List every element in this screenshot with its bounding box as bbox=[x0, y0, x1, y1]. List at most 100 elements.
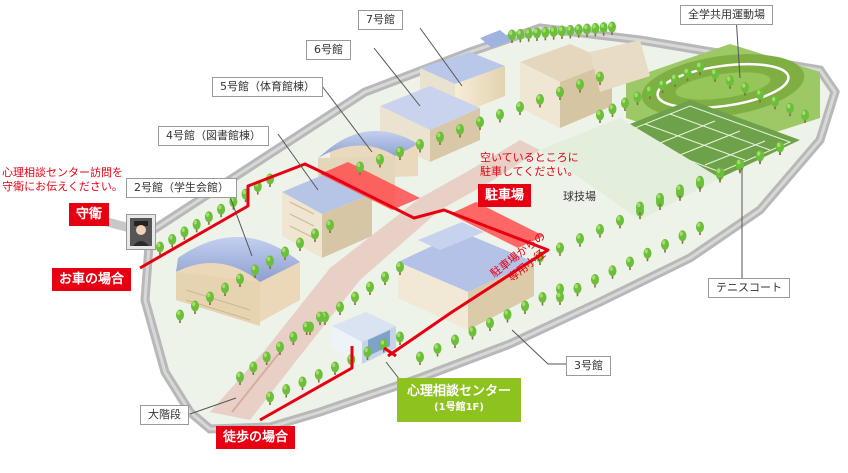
tree-icon bbox=[683, 67, 692, 81]
tree-icon bbox=[156, 241, 164, 255]
parking-note-line2: 駐車してください。 bbox=[480, 165, 579, 178]
counseling-center-name: 心理相談センター bbox=[406, 384, 511, 399]
tree-icon bbox=[282, 384, 291, 398]
guard-person-icon bbox=[126, 214, 156, 250]
parking-note-line1: 空いているところに bbox=[480, 151, 579, 164]
tree-icon bbox=[726, 75, 734, 89]
tree-icon bbox=[736, 158, 744, 173]
car-route bbox=[139, 162, 550, 358]
tree-icon bbox=[396, 261, 404, 275]
tree-icon bbox=[331, 361, 339, 375]
tree-icon bbox=[496, 109, 504, 123]
tree-icon bbox=[217, 203, 226, 218]
bldg4-label: 4号館（図書館棟） bbox=[158, 126, 269, 146]
tree-icon bbox=[696, 221, 704, 235]
tennis-court-label: テニスコート bbox=[708, 278, 790, 298]
parking-area-upper bbox=[320, 162, 420, 210]
tree-icon bbox=[616, 214, 624, 229]
tree-icon bbox=[168, 233, 177, 248]
tree-icon bbox=[206, 291, 214, 305]
guard-tag: 守衛 bbox=[69, 203, 110, 226]
tree-icon bbox=[608, 265, 617, 279]
tree-icon bbox=[326, 219, 334, 233]
tree-icon bbox=[661, 239, 669, 253]
tree-icon bbox=[524, 28, 533, 42]
tree-icon bbox=[633, 91, 642, 105]
tree-icon bbox=[621, 97, 629, 111]
tree-icon bbox=[556, 242, 564, 256]
tree-icon bbox=[262, 351, 271, 365]
tree-icon bbox=[696, 175, 704, 190]
tree-icon bbox=[379, 339, 388, 353]
parking-note: 空いているところに 駐車してください。 bbox=[480, 151, 579, 179]
tree-icon bbox=[433, 343, 442, 357]
tree-icon bbox=[533, 27, 541, 41]
ball-field-label: 球技場 bbox=[563, 190, 596, 203]
tree-icon bbox=[486, 317, 494, 331]
tree-icon bbox=[180, 226, 189, 240]
trees bbox=[156, 21, 809, 405]
tree-icon bbox=[281, 246, 289, 260]
tree-icon bbox=[396, 331, 404, 345]
tree-icon bbox=[451, 334, 459, 348]
guard-note: 心理相談センター訪問を 守衛にお伝えください。 bbox=[2, 166, 123, 194]
bldg2-label: 2号館（学生会館） bbox=[126, 178, 237, 198]
tree-icon bbox=[608, 103, 617, 117]
tree-icon bbox=[591, 22, 600, 37]
tree-icon bbox=[221, 282, 229, 296]
tree-icon bbox=[416, 139, 424, 153]
tree-icon bbox=[786, 102, 794, 117]
tree-icon bbox=[302, 321, 311, 335]
tree-icon bbox=[696, 61, 704, 75]
tree-icon bbox=[541, 26, 550, 41]
tree-icon bbox=[516, 28, 525, 43]
walking-route bbox=[259, 346, 354, 422]
tree-icon bbox=[608, 21, 616, 35]
bldg7-label: 7号館 bbox=[358, 10, 403, 30]
tree-icon bbox=[363, 346, 372, 360]
tree-icon bbox=[249, 361, 258, 375]
tree-icon bbox=[626, 256, 634, 270]
tree-icon bbox=[236, 371, 244, 385]
tree-icon bbox=[711, 68, 719, 82]
tree-icon bbox=[356, 161, 364, 175]
tree-icon bbox=[801, 109, 809, 123]
tree-icon bbox=[468, 326, 477, 340]
tree-icon bbox=[716, 167, 724, 181]
tree-icon bbox=[176, 309, 184, 323]
tree-icon bbox=[741, 82, 749, 96]
parking-tag: 駐車場 bbox=[478, 184, 532, 207]
counseling-center-floor: (1号館1F) bbox=[434, 402, 484, 413]
tree-icon bbox=[756, 88, 764, 103]
tree-icon bbox=[583, 23, 591, 37]
tree-icon bbox=[538, 292, 547, 306]
main-walkway bbox=[210, 140, 540, 420]
tree-icon bbox=[756, 150, 764, 164]
tree-icon bbox=[646, 85, 654, 99]
tree-icon bbox=[556, 291, 564, 305]
tree-icon bbox=[316, 311, 324, 325]
tree-icon bbox=[381, 271, 389, 285]
tree-icon bbox=[298, 376, 307, 390]
tree-icon bbox=[236, 273, 244, 287]
tree-icon bbox=[573, 282, 582, 297]
tree-icon bbox=[596, 109, 604, 123]
tree-icon bbox=[192, 218, 201, 233]
tree-icon bbox=[266, 391, 274, 405]
tree-icon bbox=[576, 233, 584, 247]
bldg7-building bbox=[420, 30, 650, 128]
tree-icon bbox=[656, 192, 664, 207]
tree-icon bbox=[366, 281, 374, 295]
tree-icon bbox=[311, 228, 319, 242]
guard-note-line2: 守衛にお伝えください。 bbox=[2, 180, 123, 193]
tree-icon bbox=[314, 369, 323, 383]
tree-icon bbox=[476, 116, 484, 130]
stairs-label: 大階段 bbox=[140, 405, 189, 425]
tree-icon bbox=[566, 24, 575, 39]
tree-icon bbox=[204, 211, 213, 225]
tree-icon bbox=[351, 291, 359, 305]
bldg5-label: 5号館（体育館棟） bbox=[212, 77, 323, 97]
tree-icon bbox=[521, 300, 529, 314]
tree-icon bbox=[536, 94, 544, 108]
